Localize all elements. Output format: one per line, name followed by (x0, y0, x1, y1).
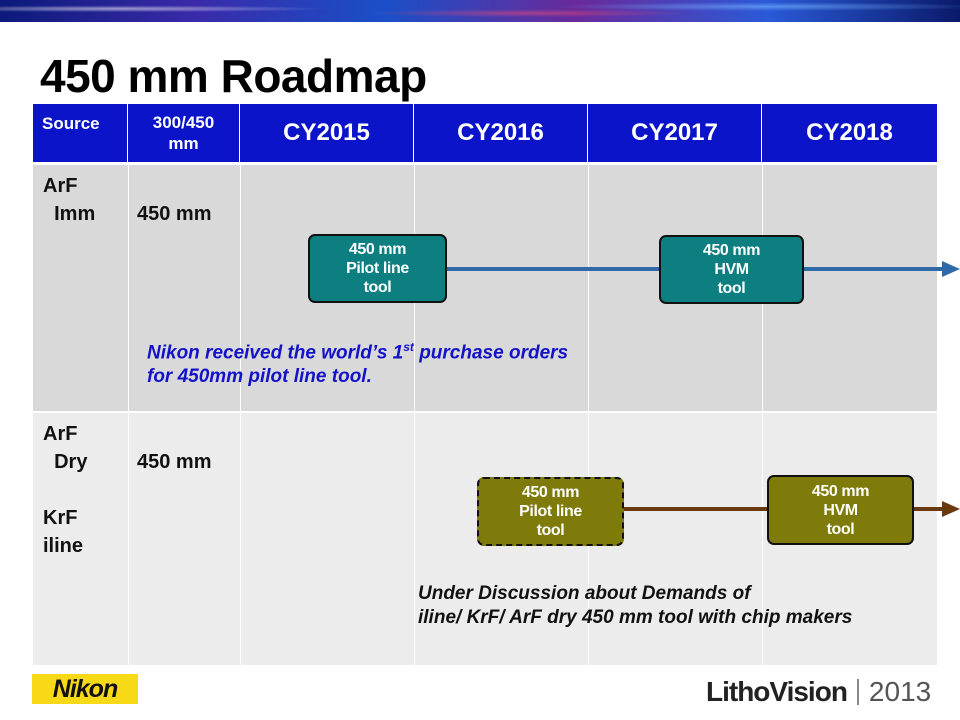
column-divider (762, 165, 763, 665)
note-purchase-orders: Nikon received the world’s 1st purchase … (147, 335, 568, 389)
note1-part2: purchase orders (413, 342, 569, 364)
header-size: 300/450 mm (128, 104, 240, 162)
top-banner (0, 0, 960, 22)
note1-line2: for 450mm pilot line tool. (147, 366, 372, 388)
header-year-2017: CY2017 (588, 104, 762, 162)
milestone-pilot-line-tool-imm: 450 mm Pilot line tool (308, 234, 447, 303)
milestone-pilot-line-tool-dry: 450 mm Pilot line tool (477, 477, 624, 546)
column-divider (414, 165, 415, 665)
lithovision-logo: LithoVision 2013 (706, 676, 931, 708)
logo-divider (856, 679, 859, 705)
note2-line1: Under Discussion about Demands of (418, 583, 751, 604)
row1-size: 450 mm (137, 203, 212, 225)
row2-size: 450 mm (137, 451, 212, 473)
note-under-discussion: Under Discussion about Demands of iline/… (418, 582, 852, 630)
lithovision-wordmark: LithoVision (706, 676, 848, 707)
row2-source: ArF Dry KrF iline (43, 423, 88, 557)
arf-imm-arrowhead (942, 261, 960, 277)
header-year-2018: CY2018 (762, 104, 937, 162)
row1-source: ArF Imm (43, 175, 96, 225)
row-separator (33, 411, 937, 413)
column-divider (588, 165, 589, 665)
milestone-hvm-tool-imm: 450 mm HVM tool (659, 235, 804, 304)
column-divider (240, 165, 241, 665)
lithovision-year: 2013 (868, 676, 932, 707)
nikon-logo: Nikon (32, 674, 138, 704)
header-source: Source (33, 104, 128, 162)
milestone-hvm-tool-dry: 450 mm HVM tool (767, 475, 914, 545)
arf-dry-arrowhead (942, 501, 960, 517)
slide-title: 450 mm Roadmap (40, 50, 427, 102)
column-divider (128, 165, 129, 665)
note1-part1: Nikon received the world’s 1 (147, 342, 404, 364)
header-year-2015: CY2015 (240, 104, 414, 162)
note2-line2: iline/ KrF/ ArF dry 450 mm tool with chi… (418, 607, 853, 628)
note1-superscript: st (403, 340, 414, 354)
header-year-2016: CY2016 (414, 104, 588, 162)
